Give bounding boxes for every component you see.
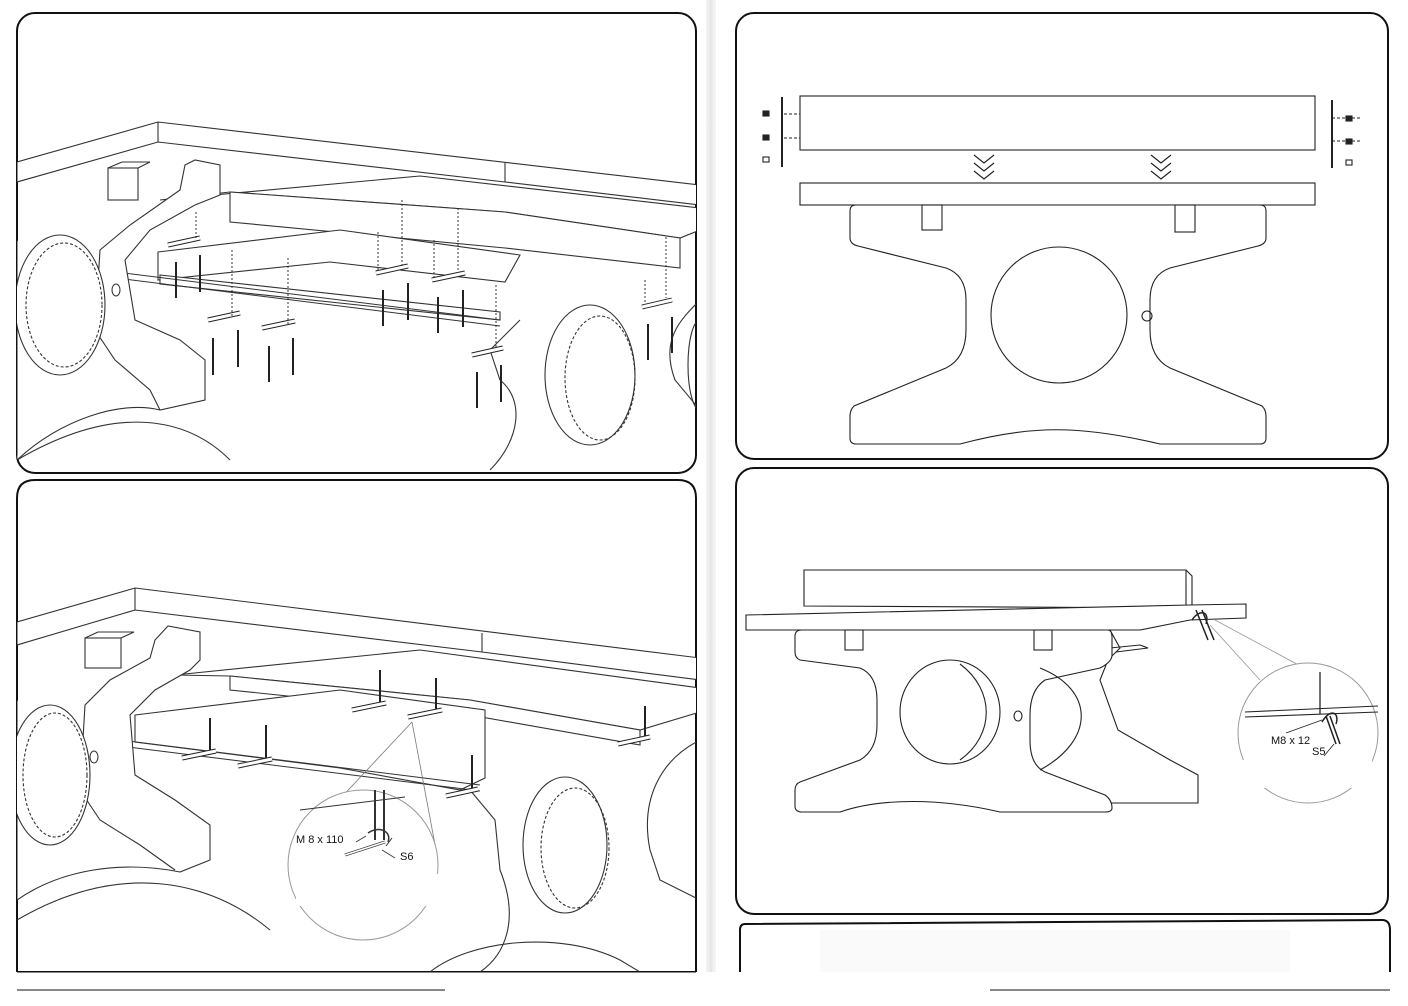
- detail-callout-bolt: [287, 721, 439, 941]
- bolt-size-label: M8 x 12: [1271, 735, 1310, 747]
- bolt-size-label: M 8 x 110: [296, 834, 344, 846]
- bench-leg-front: [849, 204, 1267, 445]
- backrest-board: [799, 95, 1316, 151]
- tool-label: S5: [1312, 746, 1325, 758]
- step-panel-bottom-right: [739, 918, 1391, 987]
- dowels-and-screws: [167, 200, 673, 408]
- step-panel-top-left: [16, 12, 697, 474]
- step-panel-bottom-left: M 8 x 110 S6: [16, 479, 697, 973]
- left-leg: [17, 159, 231, 462]
- bench-top-board: [17, 121, 696, 206]
- tool-label: S6: [400, 851, 413, 863]
- step-panel-middle-right: M8 x 12 S5: [735, 467, 1389, 915]
- page-bottom-margin: [0, 972, 1408, 1006]
- page-gutter: [706, 0, 718, 1006]
- seat-board: [799, 182, 1316, 206]
- step-panel-top-right: [735, 12, 1389, 460]
- detail-callout-hinge: [1209, 619, 1379, 804]
- insert-arrows: [973, 154, 1172, 180]
- side-screws-right: [1332, 115, 1362, 166]
